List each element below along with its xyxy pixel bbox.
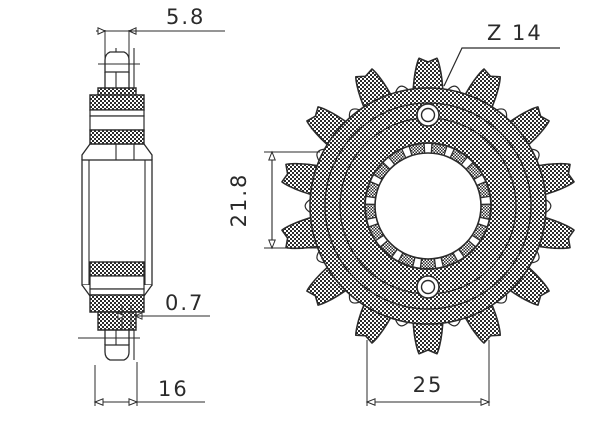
sprocket-relief-ring-outer [324,102,532,310]
lightening-hole-top [416,103,440,127]
side-view-lower-hub-band [89,294,145,331]
bore-spline-teeth [364,142,492,270]
side-view-upper-tooth [98,51,140,88]
side-view-lower-plain-band [89,275,145,296]
dimension-16-text: 16 [158,377,189,401]
dimension-5-8: 5.8 [96,5,225,60]
dimension-21-8-text: 21.8 [227,173,251,228]
side-section-view: 5.8 0.7 16 [78,5,225,406]
side-view-upper-hatch-band-2 [89,129,145,145]
label-tooth-count: Z 14 [443,21,560,87]
bore-inner-circle [374,152,482,260]
bore-spline-tooth [419,257,437,270]
dimension-25-text: 25 [413,373,444,397]
label-tooth-count-text: Z 14 [487,21,543,45]
sprocket-tooth [412,57,444,96]
side-view-upper-hub-band [89,87,145,111]
splined-bore [364,142,492,270]
label-leader-line [443,47,560,87]
dimension-0-7-text: 0.7 [165,291,204,315]
dimension-0-7: 0.7 [117,291,210,330]
dimension-25: 25 [365,340,491,406]
side-view-lower-tooth [78,330,140,361]
side-view-lower-hatch-band-1 [89,261,145,277]
front-face-view: Z 14 21.8 25 [227,21,575,406]
dimension-16: 16 [93,362,205,406]
sprocket-tooth [412,316,444,355]
dimension-21-8: 21.8 [227,150,320,250]
side-view-upper-taper [81,143,153,160]
lightening-hole-bottom [416,275,440,299]
side-view-upper-plain-band [89,109,145,131]
dimension-5-8-text: 5.8 [166,5,205,29]
